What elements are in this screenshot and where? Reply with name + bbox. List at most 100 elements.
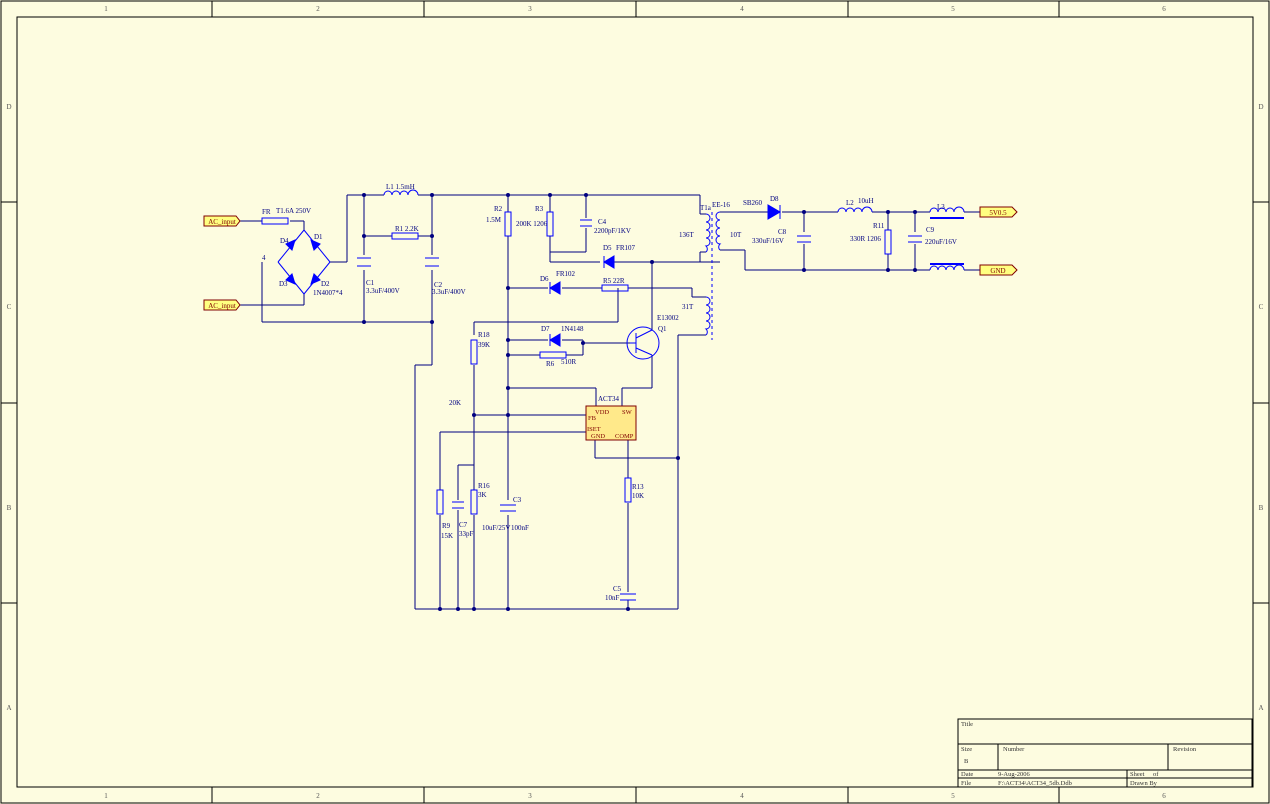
ic-pin-iset: ISET — [587, 426, 601, 433]
title-label: Title — [961, 721, 973, 728]
label-c8: C8 — [778, 228, 787, 236]
resistor-r1 — [391, 232, 419, 240]
inductor-l3b — [929, 264, 965, 271]
inductor-l3 — [929, 206, 965, 213]
row-label-b-right: B — [1259, 504, 1264, 512]
label-r5: R5 22R — [603, 277, 625, 285]
label-c9: C9 — [926, 226, 935, 234]
label-c2: C2 — [434, 281, 443, 289]
label-r13v: 10K — [632, 492, 644, 500]
label-c9v: 220uF/16V — [925, 238, 957, 246]
capacitor-c3 — [500, 504, 516, 512]
label-c4v: 2200pF/1KV — [594, 227, 631, 235]
col-label-5-bottom: 5 — [951, 792, 955, 800]
ic-pin-gnd: GND — [591, 433, 605, 440]
ic-pin-comp: COMP — [615, 433, 634, 440]
label-l2: L2 — [846, 199, 854, 207]
label-c5v: 10nF — [605, 594, 620, 602]
label-l3: L3 — [937, 203, 945, 211]
capacitor-c1 — [357, 257, 371, 267]
ic-pin-vdd: VDD — [595, 409, 609, 416]
file-value: F:\ACT34\ACT34_5db.Ddb — [998, 780, 1072, 787]
label-bridge-part: 1N4007*4 — [313, 289, 343, 297]
sheet-label: Sheet — [1130, 771, 1145, 778]
col-label-1-bottom: 1 — [104, 792, 108, 800]
port-gnd — [979, 264, 1018, 276]
label-r11: R11 — [873, 222, 885, 230]
label-r6v: 510R — [561, 358, 577, 366]
label-d6v: FR102 — [556, 270, 576, 278]
capacitor-c9 — [908, 235, 922, 243]
label-r16v: 3K — [478, 491, 487, 499]
row-label-c-right: C — [1259, 303, 1264, 311]
label-r1: R1 2.2K — [395, 225, 419, 233]
label-aux: 31T — [682, 303, 694, 311]
port-ac-input-1 — [203, 215, 241, 227]
label-s1: 10T — [730, 231, 742, 239]
resistor-r2 — [504, 211, 512, 237]
label-r11v: 330R 1206 — [850, 235, 881, 243]
capacitor-c8 — [797, 235, 811, 243]
label-l2v: 10uH — [858, 197, 874, 205]
bridge-rectifier — [277, 229, 331, 295]
size-label: Size — [961, 746, 972, 753]
inductor-l1 — [383, 189, 419, 196]
wires — [240, 194, 980, 610]
ic-pin-sw: SW — [622, 409, 633, 416]
row-label-c: C — [7, 303, 12, 311]
file-label: File — [961, 780, 971, 787]
label-d4: D4 — [280, 237, 289, 245]
size-value: B — [964, 758, 969, 765]
col-label-3-bottom: 3 — [528, 792, 532, 800]
resistor-r6 — [539, 351, 567, 359]
col-label-2-bottom: 2 — [316, 792, 320, 800]
resistor-r18 — [470, 339, 478, 365]
frame-labels: 1 2 3 4 5 6 1 2 3 4 5 6 D C B A D C B A — [6, 5, 1263, 800]
label-d3: D3 — [279, 280, 288, 288]
col-label-6-bottom: 6 — [1162, 792, 1166, 800]
resistor-r11 — [884, 229, 892, 255]
diode-d6 — [549, 281, 561, 295]
label-c3: C3 — [513, 496, 522, 504]
label-r13: R13 — [632, 483, 644, 491]
row-label-d-right: D — [1258, 103, 1263, 111]
col-label-2: 2 — [316, 5, 320, 13]
junctions — [362, 193, 917, 611]
drawn-label: Drawn By — [1130, 780, 1158, 787]
label-20k: 20K — [449, 399, 461, 407]
label-d2: D2 — [321, 280, 330, 288]
revision-label: Revision — [1173, 746, 1197, 753]
label-c1v: 3.3uF/400V — [366, 287, 400, 295]
row-label-a: A — [6, 704, 11, 712]
components — [261, 189, 965, 601]
label-fr: FR — [262, 208, 271, 216]
label-r18: R18 — [478, 331, 490, 339]
label-core: EE-16 — [712, 201, 730, 209]
label-fuse: T1.6A 250V — [276, 207, 311, 215]
label-c5: C5 — [613, 585, 622, 593]
label-c1: C1 — [366, 279, 375, 287]
resistor-r5 — [601, 284, 629, 292]
transistor-q1 — [626, 326, 660, 360]
label-r6: R6 — [546, 360, 555, 368]
port-ac-input-1-label: AC_input — [208, 218, 236, 226]
resistor-r13 — [624, 477, 632, 503]
col-label-1: 1 — [104, 5, 108, 13]
label-p1: 136T — [679, 231, 695, 239]
label-d1: D1 — [314, 233, 323, 241]
port-ac-input-2-label: AC_input — [208, 302, 236, 310]
label-r3v: 200K 1206 — [516, 220, 548, 228]
label-node4: 4 — [262, 254, 266, 262]
row-label-a-right: A — [1258, 704, 1263, 712]
col-label-5: 5 — [951, 5, 955, 13]
label-c7v: 33pF — [459, 530, 474, 538]
row-label-d: D — [6, 103, 11, 111]
port-5v — [979, 206, 1018, 218]
label-c3v: 10uF/25V — [482, 524, 510, 532]
transformer-t1 — [704, 211, 722, 340]
col-label-4: 4 — [740, 5, 744, 13]
label-c100: 100nF — [511, 524, 529, 532]
row-label-b: B — [7, 504, 12, 512]
fuse-fr — [261, 217, 289, 225]
